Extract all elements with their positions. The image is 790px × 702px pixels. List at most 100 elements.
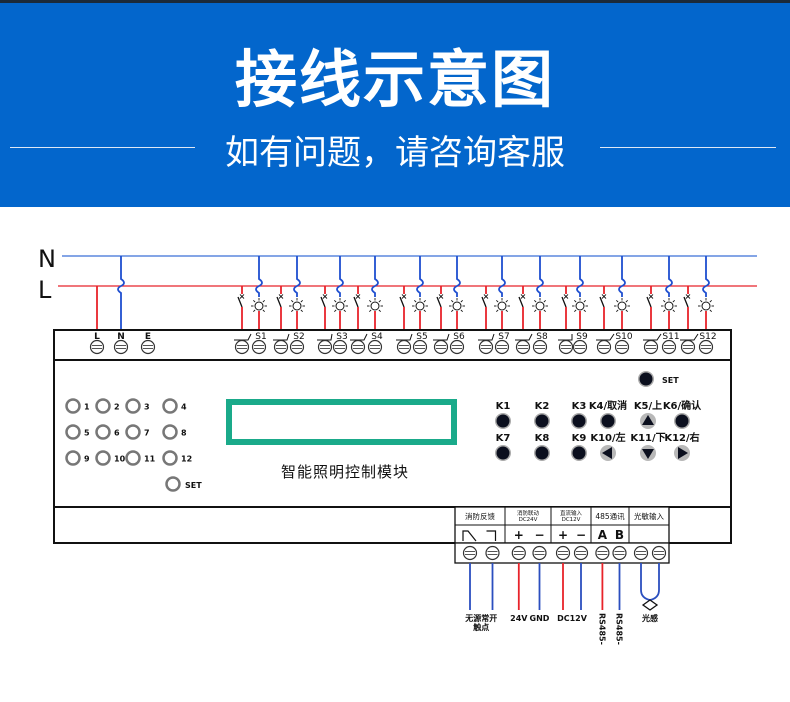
key-k12[interactable] (674, 445, 690, 461)
key-k5[interactable] (640, 413, 656, 429)
lamp-bulb (254, 301, 264, 311)
terminal-ring (433, 339, 449, 355)
io-terminal (462, 545, 478, 561)
key-k9[interactable] (571, 445, 587, 461)
arrow-up-icon (642, 415, 654, 425)
key-k10[interactable] (600, 445, 616, 461)
channel-terminal (396, 339, 412, 355)
key-k4[interactable] (600, 413, 616, 429)
wire-label-dc12v: DC12V (557, 614, 588, 623)
lamp-icon (289, 298, 305, 314)
set-key[interactable] (638, 371, 654, 387)
key-k3[interactable] (571, 413, 587, 429)
indicator-led-2: 2 (95, 398, 120, 414)
wire-label-rs485: RS485- (615, 613, 624, 645)
terminal-ring (532, 545, 547, 561)
channel-s4: S4 (350, 332, 383, 342)
io-terminal (612, 545, 627, 561)
switch-lever (683, 296, 689, 308)
terminal-ring (396, 339, 412, 355)
lamp-ray (583, 309, 586, 312)
relay-contact-symbol (596, 333, 615, 341)
channel-label: S7 (498, 332, 509, 342)
terminal-ring (612, 545, 627, 561)
lamp-ray (616, 300, 619, 303)
lamp-icon (251, 298, 267, 314)
io-group-name: 消防反馈 (465, 511, 495, 521)
key-k7[interactable] (495, 445, 511, 461)
terminal-ring (89, 339, 105, 355)
switch-contact-mark: × (520, 292, 527, 301)
indicator-led-10: 10 (95, 450, 126, 466)
key-label: K6/确认 (663, 399, 702, 412)
channel-terminal (478, 339, 494, 355)
channel-label: S1 (255, 332, 266, 342)
switch-contact-mark: × (685, 292, 692, 301)
channel-terminal (273, 339, 289, 355)
lamp-icon (532, 298, 548, 314)
relay-contact-symbol (317, 333, 333, 341)
relay-contact-symbol (680, 333, 699, 341)
switch-lever (399, 296, 405, 308)
terminal-ring (449, 339, 465, 355)
lamp-ray (709, 309, 712, 312)
lamp-ray (423, 309, 426, 312)
lamp-neutral-wire (618, 256, 626, 297)
io-terminal (595, 545, 610, 561)
led-ring (162, 450, 178, 466)
indicator-led-1: 1 (65, 398, 90, 414)
lamp-neutral-wire (453, 256, 461, 297)
indicator-led-7: 7 (125, 424, 150, 440)
page-subtitle: 如有问题，请咨询客服 (225, 133, 565, 173)
key-k1[interactable] (495, 413, 511, 429)
lamp-ray (460, 309, 463, 312)
key-cap (535, 446, 549, 460)
switch-contact-mark: × (401, 292, 408, 301)
key-cap (496, 446, 510, 460)
io-terminal (651, 545, 667, 561)
light-sensor-icon (641, 599, 659, 611)
lamp-neutral-wire (416, 256, 424, 297)
terminal-ring (494, 339, 510, 355)
io-group-name: 光敏输入 (634, 511, 664, 521)
key-label: K2 (535, 401, 550, 412)
lamp-ray (700, 309, 703, 312)
key-label: K7 (496, 433, 511, 444)
lamp-icon (449, 298, 465, 314)
lamp-bulb (535, 301, 545, 311)
wire-label-24v: 24V (510, 614, 528, 623)
channel-terminal (433, 339, 449, 355)
terminal-ring (555, 545, 571, 561)
channel-terminal (572, 339, 588, 355)
lamp-icon (367, 298, 383, 314)
lamp-ray (496, 309, 499, 312)
terminal-ring (251, 339, 267, 355)
key-k6[interactable] (674, 413, 690, 429)
switch-lever (276, 296, 282, 308)
key-k8[interactable] (534, 445, 550, 461)
power-terminal-n (113, 339, 129, 355)
lamp-neutral-wire (371, 256, 379, 297)
lamp-ray (663, 300, 666, 303)
key-k2[interactable] (534, 413, 550, 429)
channel-s1: S1 (234, 332, 267, 342)
io-terminal (555, 545, 571, 561)
terminal-ring (614, 339, 630, 355)
lamp-neutral-wire (293, 256, 301, 297)
wire-label-light-sensor: 光感 (641, 613, 658, 623)
indicator-label: 3 (144, 403, 150, 412)
lamp-bulb (617, 301, 627, 311)
lamp-bulb (370, 301, 380, 311)
key-k11[interactable] (640, 445, 656, 461)
channel-s11: S11 (643, 332, 680, 342)
lamp-ray (334, 309, 337, 312)
channel-terminal (234, 339, 250, 355)
led-ring (125, 424, 141, 440)
relay-contact-symbol (433, 333, 450, 341)
io-group-name: 485通讯 (595, 511, 625, 521)
indicator-label: 6 (114, 429, 120, 438)
relay-contact-symbol (558, 334, 573, 341)
relay-contact-symbol (350, 333, 368, 341)
lamp-ray (700, 300, 703, 303)
